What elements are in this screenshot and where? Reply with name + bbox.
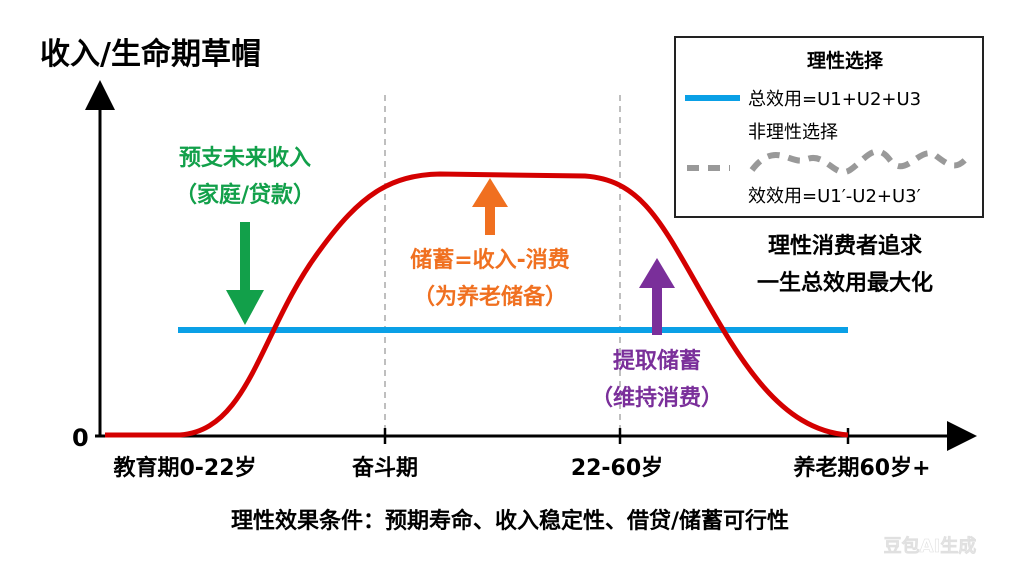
footer-conditions: 理性效果条件：预期寿命、收入稳定性、借贷/储蓄可行性	[231, 508, 789, 534]
goal-label-2: 一生总效用最大化	[757, 270, 933, 296]
borrow-label-1: 预支未来收入	[179, 145, 311, 171]
legend-irrational-title: 非理性选择	[748, 122, 838, 143]
saving-label-2: （为养老储备）	[413, 284, 567, 310]
goal-label-1: 理性消费者追求	[768, 233, 922, 259]
legend-rational-label: 总效用=U1+U2+U3	[748, 89, 921, 110]
withdraw-label-1: 提取储蓄	[613, 348, 701, 374]
orange-up-arrow	[472, 178, 508, 235]
withdraw-label-2: （维持消费）	[591, 385, 723, 411]
legend-irrational-label: 效效用=U1′-U2+U3′	[748, 186, 921, 207]
x-tick-label: 养老期60岁+	[792, 455, 930, 481]
y-zero-label: 0	[72, 424, 89, 452]
green-down-arrow	[226, 222, 264, 325]
legend-swatch-irrational	[687, 148, 968, 175]
purple-up-arrow	[639, 258, 675, 335]
x-tick-label: 22-60岁	[571, 455, 663, 481]
borrow-label-2: （家庭/贷款）	[175, 182, 315, 208]
legend-title: 理性选择	[807, 49, 884, 72]
x-tick-label: 教育期0-22岁	[113, 455, 256, 481]
watermark: 豆包AI生成	[884, 535, 977, 557]
income-curve	[105, 171, 849, 438]
saving-label-1: 储蓄=收入-消费	[410, 247, 570, 273]
x-ticks	[383, 428, 850, 444]
x-tick-label: 奋斗期	[351, 456, 418, 481]
chart-title: 收入/生命期草帽	[40, 37, 261, 72]
legend: 理性选择 总效用=U1+U2+U3 非理性选择 效效用=U1′-U2+U3′	[674, 36, 984, 218]
